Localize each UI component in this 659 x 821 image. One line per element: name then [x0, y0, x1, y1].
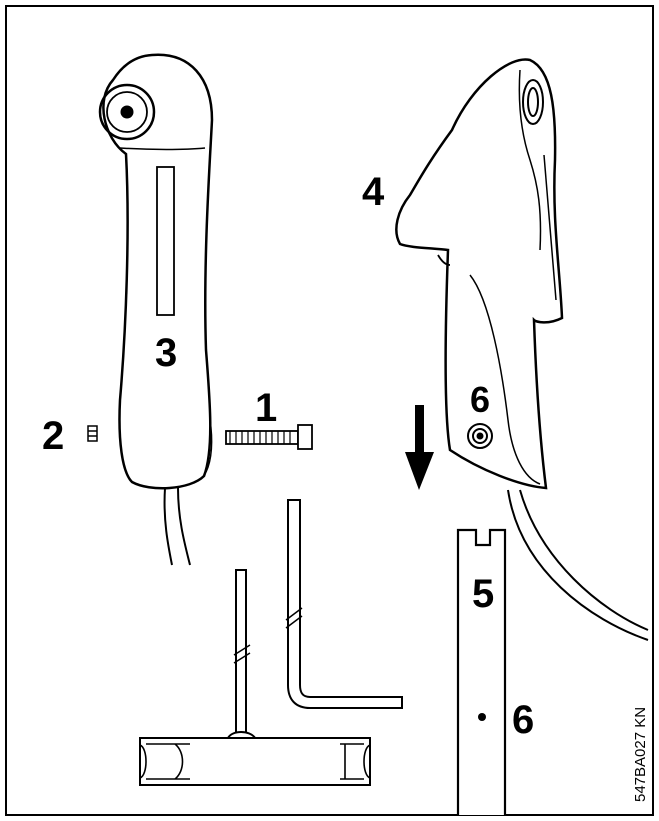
label-gauge-hole: 6	[512, 698, 535, 742]
socket-screw-head	[467, 423, 493, 449]
label-handle-front: 3	[155, 331, 178, 375]
handle-side-view	[395, 58, 564, 490]
nut	[87, 425, 98, 442]
cable-front	[163, 487, 191, 566]
frame-border	[5, 5, 654, 816]
label-screw: 1	[255, 386, 278, 430]
setting-gauge	[456, 528, 507, 815]
trigger-button	[98, 83, 156, 141]
drawing-code: 547BA027 KN	[632, 706, 649, 802]
label-gauge: 5	[472, 572, 495, 616]
side-trigger-button	[522, 79, 544, 125]
down-arrow	[405, 405, 434, 490]
label-socket-screw: 6	[470, 379, 491, 420]
screw	[225, 424, 313, 450]
handle-slot	[156, 166, 175, 316]
cable-side	[507, 489, 649, 641]
handle-front-view	[102, 53, 214, 490]
allen-key	[285, 499, 403, 709]
label-nut: 2	[42, 414, 65, 458]
label-handle-side: 4	[362, 170, 385, 214]
combination-wrench	[139, 569, 371, 786]
